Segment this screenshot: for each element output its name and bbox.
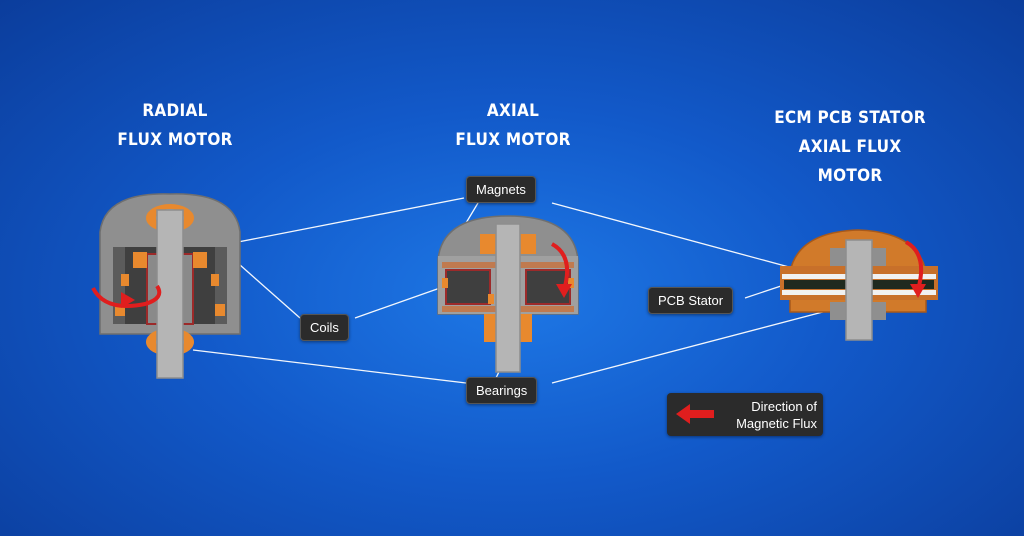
coils-label: Coils bbox=[300, 314, 349, 341]
leader-coils-radial bbox=[230, 256, 301, 319]
radial-title-line1: RADIAL bbox=[142, 101, 208, 121]
pcb-stator-title: ECM PCB STATOR AXIAL FLUX MOTOR bbox=[765, 104, 936, 191]
leader-bearings-radial bbox=[192, 349, 467, 384]
axial-flux-motor-illustration bbox=[437, 215, 579, 373]
magnets-label: Magnets bbox=[466, 176, 536, 203]
radial-flux-motor-illustration bbox=[91, 193, 241, 379]
axial-title-line2: FLUX MOTOR bbox=[455, 130, 571, 150]
pcb-stator-motor-illustration bbox=[780, 229, 938, 341]
pcb-title-line1: ECM PCB STATOR bbox=[774, 108, 926, 128]
flux-arrow-icon bbox=[676, 404, 714, 424]
legend-text: Direction of Magnetic Flux bbox=[717, 398, 817, 432]
axial-flux-title: AXIAL FLUX MOTOR bbox=[441, 97, 585, 155]
radial-title-line2: FLUX MOTOR bbox=[117, 130, 233, 150]
axial-title-line1: AXIAL bbox=[486, 101, 540, 121]
radial-flux-title: RADIAL FLUX MOTOR bbox=[103, 97, 247, 155]
leader-coils-axial bbox=[354, 287, 441, 319]
leader-magnets-radial bbox=[237, 197, 465, 243]
pcb-stator-label: PCB Stator bbox=[648, 287, 734, 314]
leader-magnets-pcb bbox=[551, 202, 801, 271]
flux-direction-legend: Direction of Magnetic Flux bbox=[667, 393, 823, 436]
pcb-title-line2: AXIAL FLUX MOTOR bbox=[798, 137, 902, 186]
bearings-label: Bearings bbox=[466, 377, 538, 404]
legend-line2: Magnetic Flux bbox=[736, 416, 817, 431]
leader-bearings-pcb bbox=[551, 307, 839, 384]
legend-line1: Direction of bbox=[751, 399, 817, 414]
